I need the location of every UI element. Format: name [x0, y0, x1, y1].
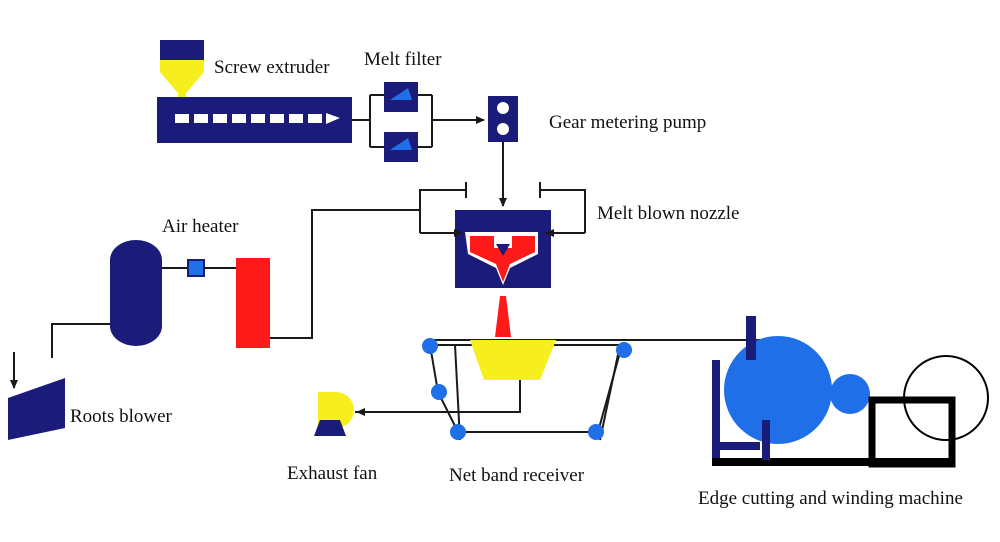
blower-body — [8, 378, 65, 440]
suction-box — [470, 340, 556, 380]
label-melt-filter: Melt filter — [364, 49, 442, 70]
air-duct — [270, 209, 420, 339]
label-exhaust-fan: Exhaust fan — [287, 463, 378, 484]
air-tank — [110, 240, 162, 346]
hopper — [160, 60, 204, 92]
filter-outlet-lines — [418, 94, 433, 148]
machine-base — [712, 458, 952, 466]
nozzle-melt — [470, 236, 535, 282]
melt-filter — [352, 82, 485, 162]
roller — [450, 424, 466, 440]
roots-blower — [8, 323, 110, 440]
label-edge-cutting-winding: Edge cutting and winding machine — [698, 488, 963, 509]
exhaust-fan-base — [314, 420, 346, 436]
roller — [588, 424, 604, 440]
exhaust-fan-rotor — [318, 392, 354, 428]
winder-frame — [868, 396, 956, 468]
winder-reel — [903, 355, 989, 441]
air-heater-assembly — [110, 240, 270, 348]
edge-cutting-winding-machine — [712, 316, 989, 468]
screw-flights — [175, 113, 340, 124]
label-air-heater: Air heater — [162, 216, 239, 237]
label-roots-blower: Roots blower — [70, 406, 173, 427]
screw-extruder — [157, 40, 352, 143]
melt-blown-nozzle — [419, 182, 586, 337]
valve — [187, 259, 205, 277]
cutter-bottom — [762, 420, 770, 460]
roller — [431, 384, 447, 400]
roller — [616, 342, 632, 358]
gear-bottom — [497, 123, 509, 135]
blower-duct — [51, 323, 110, 358]
winding-roll — [724, 336, 832, 444]
conveyor-belt — [428, 344, 624, 433]
gear-top — [497, 102, 509, 114]
small-roll — [830, 374, 870, 414]
filter-inlet-lines — [352, 94, 384, 148]
label-gear-metering-pump: Gear metering pump — [549, 112, 706, 133]
net-band-receiver — [355, 338, 770, 441]
fiber-stream — [495, 296, 511, 337]
hopper-neck — [178, 90, 186, 100]
label-net-band-receiver: Net band receiver — [449, 465, 585, 486]
label-screw-extruder: Screw extruder — [214, 57, 330, 78]
roller — [422, 338, 438, 354]
cutter-top — [746, 316, 756, 360]
hopper-cap — [160, 40, 204, 60]
exhaust-fan — [314, 392, 354, 436]
air-heater — [236, 258, 270, 348]
gear-metering-pump — [488, 96, 518, 207]
label-melt-blown-nozzle: Melt blown nozzle — [597, 203, 739, 224]
